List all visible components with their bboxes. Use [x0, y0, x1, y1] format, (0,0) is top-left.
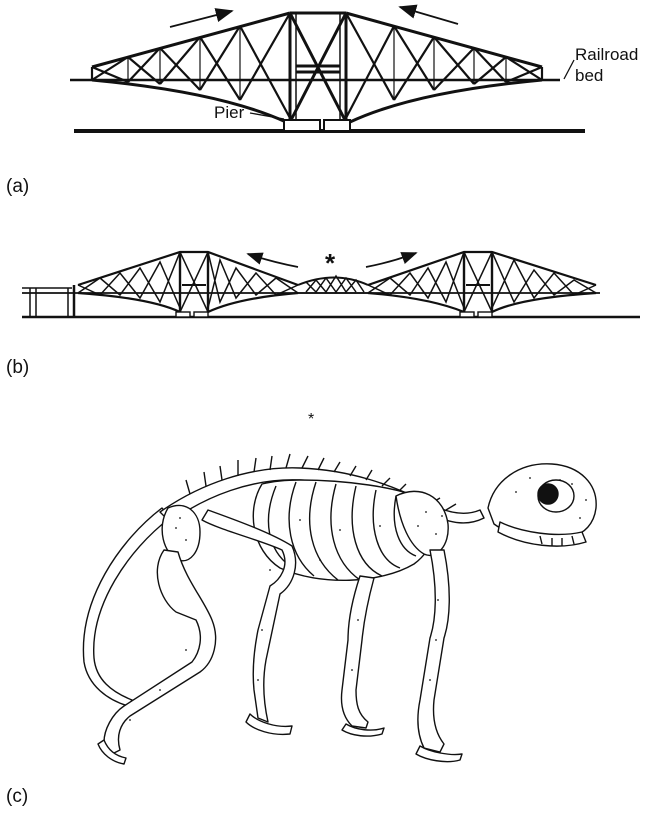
front-leg-near [418, 550, 449, 752]
tension-arrow-right [400, 7, 458, 24]
approach-viaduct [22, 285, 74, 317]
bed-label: bed [575, 66, 603, 85]
railroad-label: Railroad [575, 45, 638, 64]
lower-chord-right [350, 80, 542, 122]
cat-skeleton-drawing: * [0, 400, 668, 770]
cantilever-unit-diagram: Railroad bed Pier [0, 0, 668, 180]
tension-arrow-left [170, 11, 232, 27]
suspended-span [298, 276, 368, 293]
hind-leg-far [202, 510, 296, 722]
arrow-b-right [366, 253, 416, 267]
full-bridge-diagram: * [0, 240, 668, 330]
pier-b2 [194, 312, 208, 317]
tail [83, 508, 170, 706]
main-tower [290, 13, 346, 122]
arrow-b-left [248, 254, 298, 267]
hind-paw-far [246, 714, 292, 734]
upper-chord-right [346, 13, 542, 67]
railroad-leader-line [564, 60, 574, 79]
lattice-left [92, 13, 290, 118]
pier-block-right [324, 120, 350, 131]
eye-orbit-shadow [538, 484, 558, 504]
panel-a: Railroad bed Pier [0, 0, 668, 180]
cantilever-right [368, 252, 596, 312]
asterisk-c: * [308, 411, 314, 428]
front-leg-far [341, 576, 374, 728]
lower-chord-left [92, 80, 286, 122]
lattice-right [346, 13, 542, 118]
cantilever-left [78, 252, 298, 312]
pier-block-left [284, 120, 320, 131]
asterisk-b: * [325, 248, 336, 278]
panel-c: * [0, 400, 668, 770]
pier-b3 [460, 312, 474, 317]
pier-label: Pier [214, 103, 245, 122]
panel-a-label: (a) [6, 176, 29, 198]
panel-b: * [0, 240, 668, 330]
panel-c-label: (c) [6, 786, 28, 808]
pier-b4 [478, 312, 492, 317]
pier-b1 [176, 312, 190, 317]
panel-b-label: (b) [6, 357, 29, 379]
hind-leg-near [104, 550, 216, 754]
